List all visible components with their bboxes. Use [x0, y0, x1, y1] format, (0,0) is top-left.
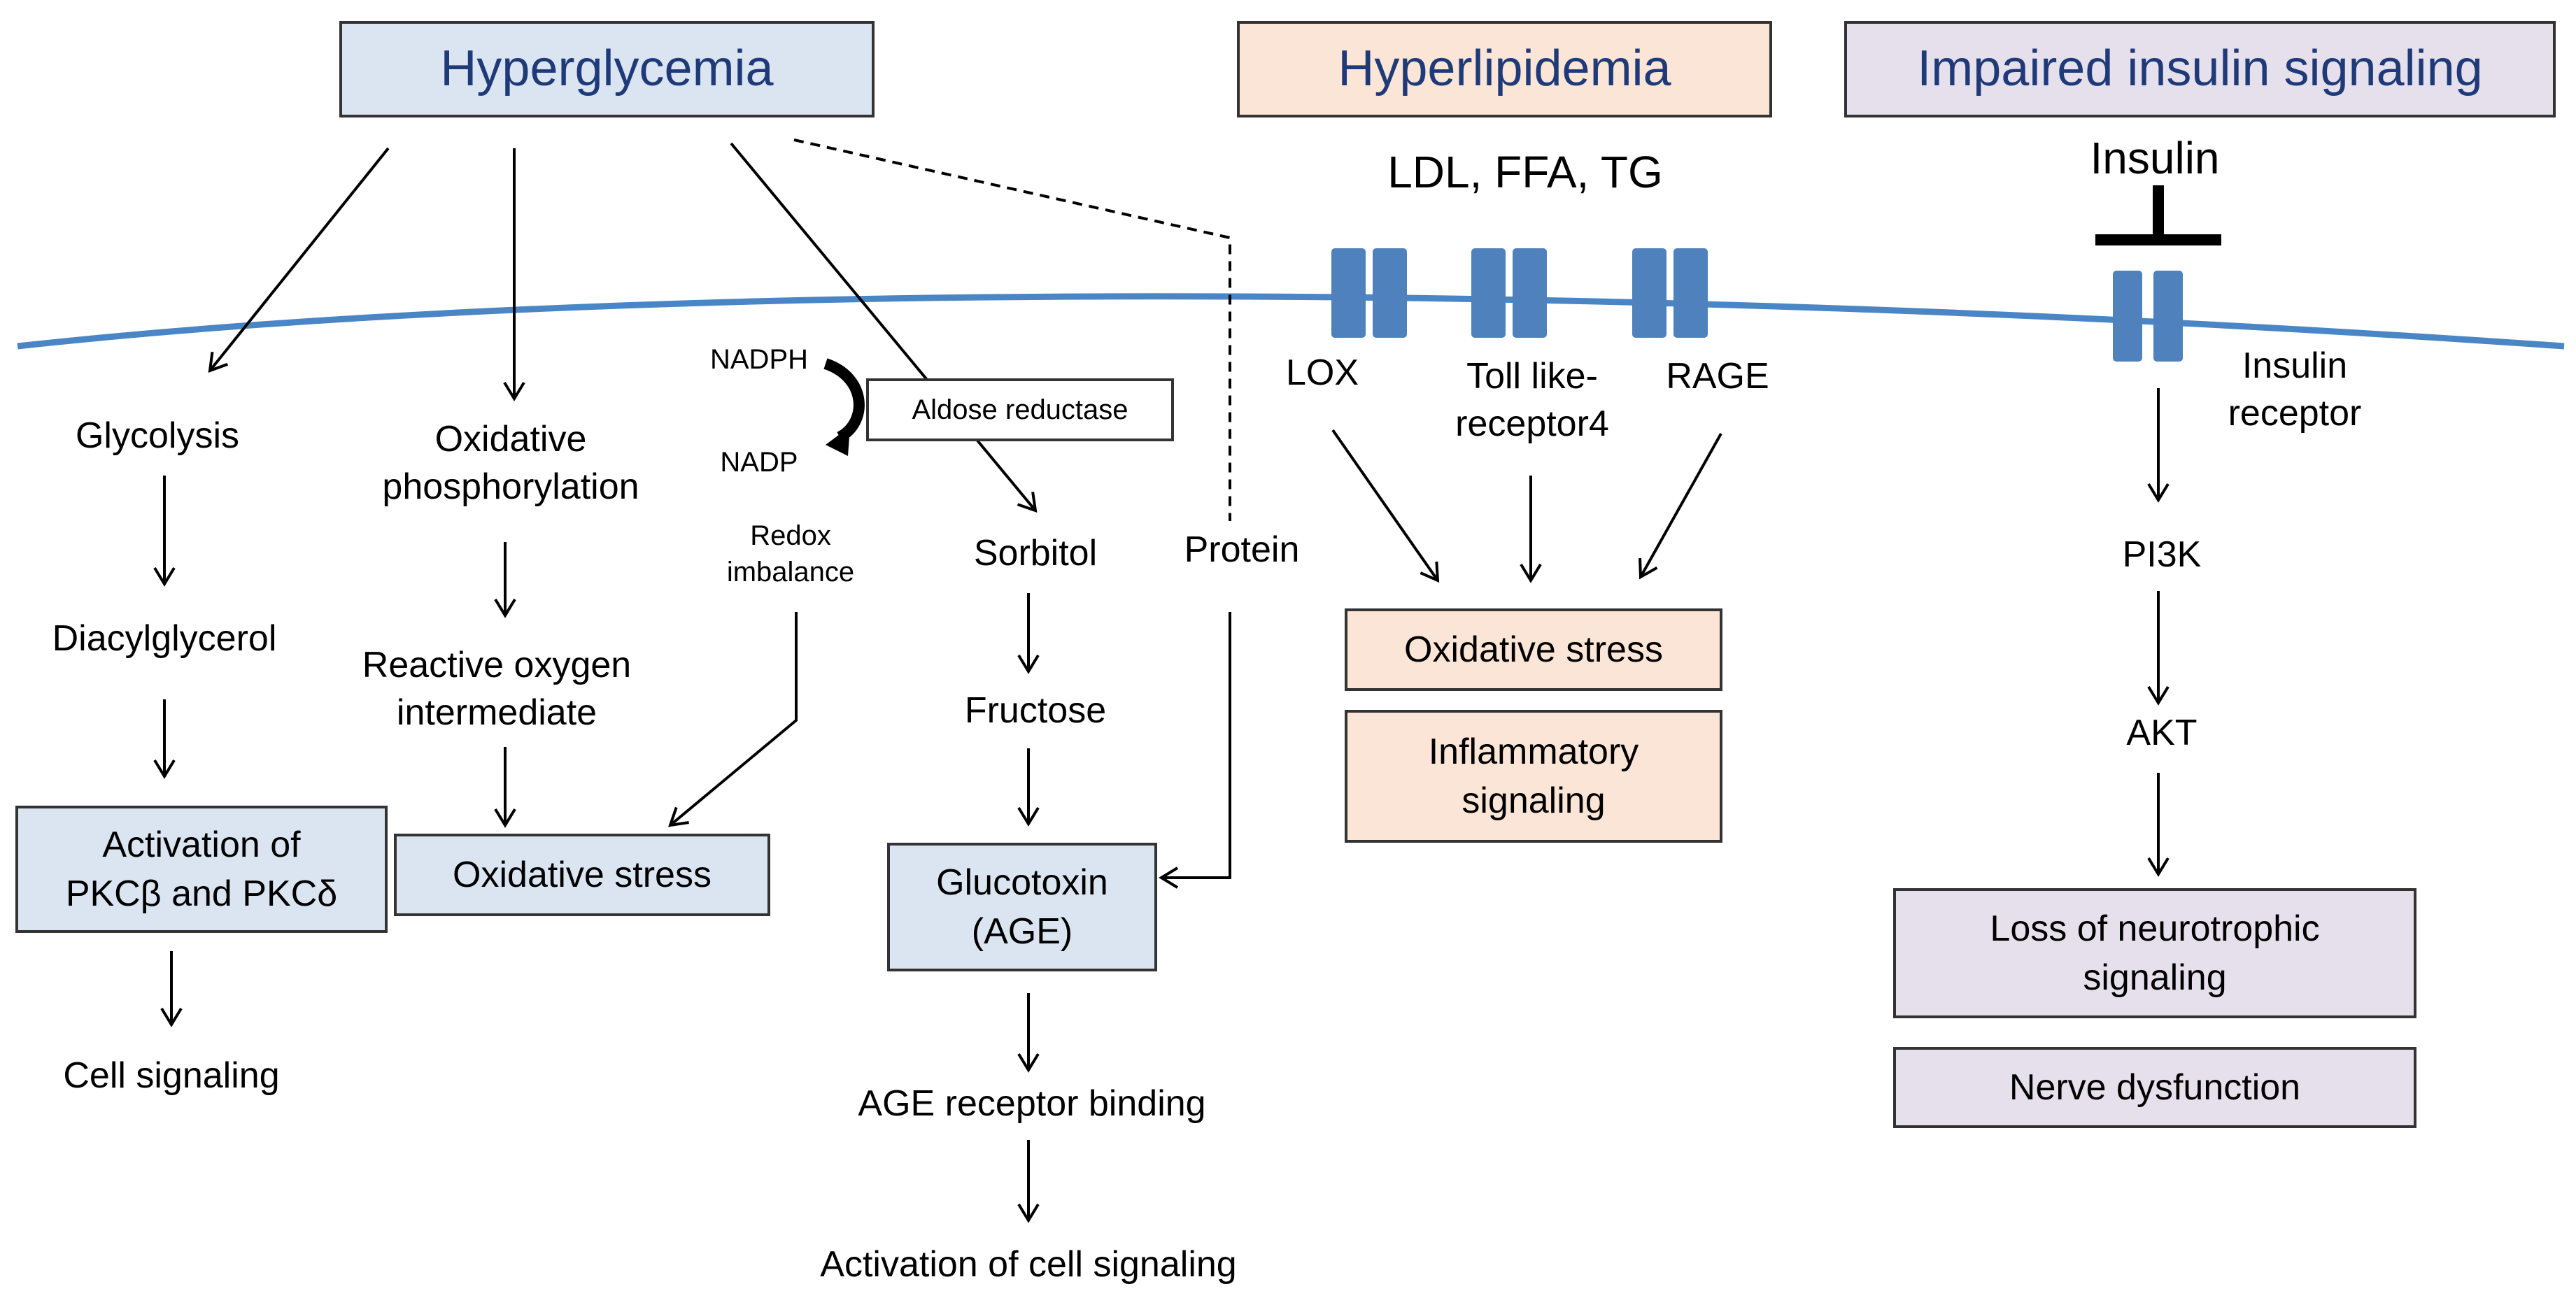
roi-label: Reactive oxygen intermediate [325, 642, 668, 736]
insulin-receptor-left [2113, 271, 2142, 362]
lox-receptor-left [1331, 248, 1366, 338]
cell-signaling-label: Cell signaling [63, 1055, 280, 1096]
inflammatory-signaling-box: Inflammatory signaling [1345, 710, 1722, 843]
protein-label: Protein [1184, 529, 1300, 570]
glucotoxin-line-1: Glucotoxin [936, 862, 1108, 903]
ligands-label: LDL, FFA, TG [1387, 147, 1663, 197]
oxidative-stress-box-lipid: Oxidative stress [1345, 608, 1722, 691]
arrow-redox-to-oxstress [668, 612, 798, 827]
aldose-reductase-box: Aldose reductase [866, 378, 1174, 441]
oxphos-line-1: Oxidative [434, 419, 587, 459]
tlr4-line-1: Toll like- [1466, 356, 1598, 397]
arrow-protein-to-glucotoxin [1159, 612, 1231, 889]
neurotrophic-line-2: signaling [2083, 957, 2227, 998]
insulin-label: Insulin [2090, 133, 2220, 183]
inflammatory-line-1: Inflammatory [1428, 731, 1639, 772]
header-hyperlipidemia: Hyperlipidemia [1237, 21, 1772, 117]
header-insulin-signaling: Impaired insulin signaling [1844, 21, 2556, 117]
fructose-label: Fructose [964, 690, 1107, 731]
pkc-activation-box: Activation of PKCβ and PKCδ [15, 806, 388, 933]
oxphos-label: Oxidative phosphorylation [339, 416, 682, 511]
activation-cell-signaling-label: Activation of cell signaling [820, 1244, 1237, 1285]
lox-receptor-right [1373, 248, 1407, 338]
tlr4-line-2: receptor4 [1455, 403, 1609, 444]
redox-imbalance-label: Redox imbalance [707, 518, 875, 590]
tlr4-receptor-right [1513, 248, 1547, 338]
nadph-label: NADPH [709, 344, 809, 375]
aldose-reductase-label: Aldose reductase [912, 394, 1128, 425]
oxidative-stress-lipid-label: Oxidative stress [1404, 629, 1663, 670]
pi3k-label: PI3K [2122, 534, 2202, 575]
nadp-label: NADP [720, 447, 798, 478]
arrow-lox-to-oxstress [1331, 429, 1440, 583]
dashed-hyper-to-protein [793, 138, 1231, 521]
rage-label: RAGE [1666, 356, 1769, 397]
nerve-dysfunction-label: Nerve dysfunction [2009, 1067, 2301, 1108]
arrow-hyper-to-sorbitol [730, 142, 1038, 513]
oxidative-stress-glycemia-label: Oxidative stress [453, 854, 712, 895]
nadph-nadp-arrowhead [826, 427, 850, 456]
redox-line-1: Redox [750, 520, 831, 551]
neurotrophic-line-1: Loss of neurotrophic [1990, 908, 2320, 949]
neurotrophic-box: Loss of neurotrophic signaling [1893, 888, 2416, 1018]
roi-line-1: Reactive oxygen [362, 645, 632, 685]
glucotoxin-box: Glucotoxin (AGE) [887, 843, 1157, 971]
rage-receptor-right [1673, 248, 1708, 338]
rage-receptor-left [1632, 248, 1666, 338]
tlr4-label: Toll like- receptor4 [1420, 353, 1644, 448]
oxidative-stress-box-glycemia: Oxidative stress [394, 834, 770, 916]
redox-line-2: imbalance [726, 557, 855, 587]
age-receptor-binding-label: AGE receptor binding [858, 1083, 1206, 1124]
arrow-hyper-to-glycolysis [208, 147, 390, 373]
insulin-receptor-label: Insulin receptor [2183, 343, 2407, 437]
insulin-receptor-line-1: Insulin [2242, 345, 2348, 386]
roi-line-2: intermediate [396, 692, 597, 733]
header-hyperglycemia-label: Hyperglycemia [440, 41, 774, 97]
header-insulin-label: Impaired insulin signaling [1917, 41, 2483, 97]
glycolysis-label: Glycolysis [75, 415, 240, 456]
pkc-line-1: Activation of [102, 824, 301, 865]
sorbitol-label: Sorbitol [973, 533, 1098, 573]
oxphos-line-2: phosphorylation [382, 466, 639, 507]
diacylglycerol-label: Diacylglycerol [52, 618, 277, 659]
lox-label: LOX [1285, 352, 1359, 393]
pkc-line-2: PKCβ and PKCδ [65, 873, 338, 914]
insulin-receptor-line-2: receptor [2228, 392, 2362, 434]
arrow-rage-to-oxstress [1639, 433, 1722, 580]
glucotoxin-line-2: (AGE) [971, 911, 1073, 952]
nerve-dysfunction-box: Nerve dysfunction [1893, 1047, 2416, 1128]
akt-label: AKT [2126, 713, 2198, 753]
tlr4-receptor-left [1471, 248, 1506, 338]
header-hyperglycemia: Hyperglycemia [339, 21, 875, 117]
header-hyperlipidemia-label: Hyperlipidemia [1338, 41, 1671, 97]
nadph-nadp-curve [823, 358, 865, 443]
inflammatory-line-2: signaling [1462, 780, 1606, 821]
insulin-receptor-right [2153, 271, 2183, 362]
